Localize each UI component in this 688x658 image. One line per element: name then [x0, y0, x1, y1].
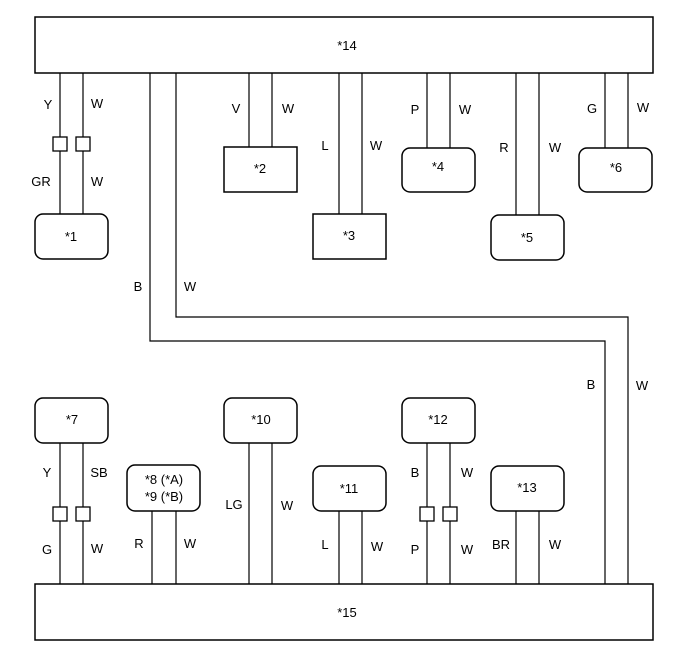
wire-label: V	[232, 101, 241, 116]
wire-label: W	[461, 542, 474, 557]
wire-label: W	[91, 541, 104, 556]
label-c13: *13	[517, 480, 537, 495]
wire-label: W	[371, 539, 384, 554]
wire-label: W	[549, 537, 562, 552]
wire-label: W	[184, 536, 197, 551]
box-c89	[126, 464, 201, 512]
wire-label: W	[281, 498, 294, 513]
wire-label: W	[549, 140, 562, 155]
wire-label: W	[370, 138, 383, 153]
wire-label: G	[42, 542, 52, 557]
wire-label: LG	[225, 497, 242, 512]
connector-c12-left	[419, 506, 435, 522]
connector-c7-right	[75, 506, 91, 522]
wire-label: R	[499, 140, 508, 155]
wire-labels: Y W GR W V W L W P W R W G W B W B W Y S…	[31, 96, 650, 557]
wire-label: W	[461, 465, 474, 480]
wire-label: P	[411, 542, 420, 557]
wire-label: GR	[31, 174, 51, 189]
label-c7: *7	[66, 412, 78, 427]
label-c12: *12	[428, 412, 448, 427]
box-c14	[34, 16, 654, 74]
label-c1: *1	[65, 229, 77, 244]
wire-label: L	[321, 138, 328, 153]
wire-label: L	[321, 537, 328, 552]
box-c13	[490, 465, 565, 512]
box-c3	[312, 213, 387, 260]
connectors	[52, 136, 458, 522]
label-c5: *5	[521, 230, 533, 245]
label-c4: *4	[432, 159, 444, 174]
wire-label: W	[636, 378, 649, 393]
box-c4	[401, 147, 476, 193]
wire-label: B	[411, 465, 420, 480]
component-boxes	[34, 16, 654, 641]
label-c15: *15	[337, 605, 357, 620]
box-c10	[223, 397, 298, 444]
box-c1	[34, 213, 109, 260]
box-c11	[312, 465, 387, 512]
wire-link-b	[149, 73, 606, 584]
wire-label: W	[91, 174, 104, 189]
label-c6: *6	[610, 160, 622, 175]
label-c3: *3	[343, 228, 355, 243]
wire-label: W	[184, 279, 197, 294]
wire-link-w	[175, 73, 629, 584]
wire-label: BR	[492, 537, 510, 552]
wire-label: W	[459, 102, 472, 117]
wire-label: Y	[43, 465, 52, 480]
label-c11: *11	[340, 481, 359, 496]
box-c12	[401, 397, 476, 444]
label-c2: *2	[254, 161, 266, 176]
label-c14: *14	[337, 38, 357, 53]
wire-label: R	[134, 536, 143, 551]
wire-label: SB	[90, 465, 107, 480]
box-c15	[34, 583, 654, 641]
box-c2	[223, 146, 298, 193]
wires	[59, 73, 629, 584]
wire-label: G	[587, 101, 597, 116]
wire-label: W	[282, 101, 295, 116]
wire-label: Y	[44, 97, 53, 112]
label-c10: *10	[251, 412, 271, 427]
connector-c7-left	[52, 506, 68, 522]
component-labels: *14 *15 *1 *2 *3 *4 *5 *6 *7 *8 (*A) *9 …	[65, 38, 622, 620]
connector-c1-right	[75, 136, 91, 152]
wire-label: B	[587, 377, 596, 392]
connector-c1-left	[52, 136, 68, 152]
wire-label: W	[637, 100, 650, 115]
label-c9: *9 (*B)	[145, 489, 183, 504]
box-c5	[490, 214, 565, 261]
label-c8: *8 (*A)	[145, 472, 183, 487]
box-c6	[578, 147, 653, 193]
wire-label: W	[91, 96, 104, 111]
wire-label: B	[134, 279, 143, 294]
box-c7	[34, 397, 109, 444]
wire-label: P	[411, 102, 420, 117]
connector-c12-right	[442, 506, 458, 522]
